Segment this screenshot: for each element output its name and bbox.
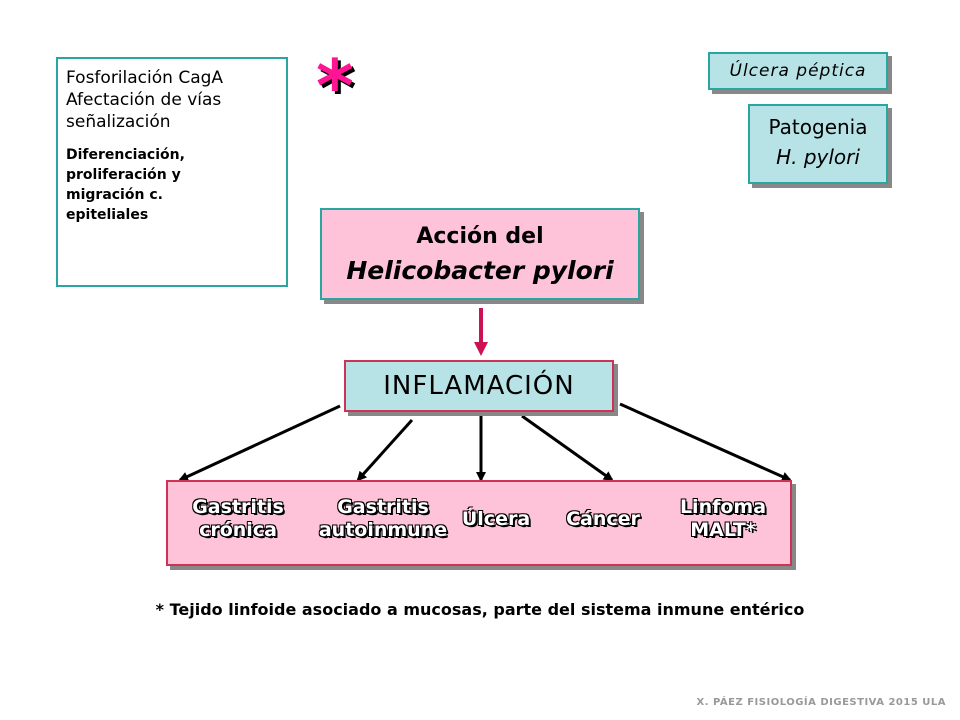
arrow-to-linfoma xyxy=(619,402,792,482)
arrow-to-gastritis-autoinmune xyxy=(356,418,414,482)
outcome-linfoma-line-2: MALT* xyxy=(690,519,756,541)
outcome-linfoma: Linfoma MALT* xyxy=(668,496,778,542)
info-bold-line-4: epiteliales xyxy=(66,207,149,223)
outcome-gastritis-cronica-line-1: Gastritis xyxy=(192,496,284,518)
inflamacion-box: INFLAMACIÓN xyxy=(344,360,614,412)
info-line-1: Fosforilación CagA xyxy=(66,68,224,88)
ulcera-peptica-box: Úlcera péptica xyxy=(708,52,888,90)
info-line-2: Afectación de vías xyxy=(66,90,222,110)
info-bold-line-1: Diferenciación, xyxy=(66,147,185,163)
patogenia-box: Patogenia H. pylori xyxy=(748,104,888,184)
outcome-gastritis-autoinmune-line-2: autoinmune xyxy=(318,519,448,541)
outcome-gastritis-cronica-line-2: crónica xyxy=(199,519,277,541)
info-bold-block: Diferenciación, proliferación y migració… xyxy=(66,145,278,225)
accion-line-1: Acción del xyxy=(416,224,544,249)
outcome-ulcera: Úlcera xyxy=(461,508,531,530)
arrow-to-gastritis-cronica xyxy=(178,404,341,482)
outcome-cancer: Cáncer xyxy=(566,508,640,530)
outcome-linfoma-line-1: Linfoma xyxy=(679,496,767,518)
arrow-to-cancer xyxy=(521,414,614,482)
outcome-gastritis-autoinmune: Gastritis autoinmune xyxy=(318,496,448,542)
info-bold-line-3: migración c. xyxy=(66,187,163,203)
accion-line-2: Helicobacter pylori xyxy=(346,256,614,285)
outcomes-box: Gastritis crónica Gastritis autoinmune Ú… xyxy=(166,480,792,566)
asterisk-marker: * xyxy=(316,44,354,128)
footnote: * Tejido linfoide asociado a mucosas, pa… xyxy=(155,600,805,619)
patogenia-line-1: Patogenia xyxy=(768,115,868,139)
author-credit: X. PÁEZ FISIOLOGÍA DIGESTIVA 2015 ULA xyxy=(696,697,946,708)
outcome-gastritis-cronica: Gastritis crónica xyxy=(176,496,300,542)
info-bold-line-2: proliferación y xyxy=(66,167,181,183)
info-line-3: señalización xyxy=(66,112,171,132)
accion-helicobacter-box: Acción del Helicobacter pylori xyxy=(320,208,640,300)
outcome-gastritis-autoinmune-line-1: Gastritis xyxy=(337,496,429,518)
patogenia-line-2: H. pylori xyxy=(776,145,860,169)
cag-a-info-box: Fosforilación CagA Afectación de vías se… xyxy=(56,57,288,287)
